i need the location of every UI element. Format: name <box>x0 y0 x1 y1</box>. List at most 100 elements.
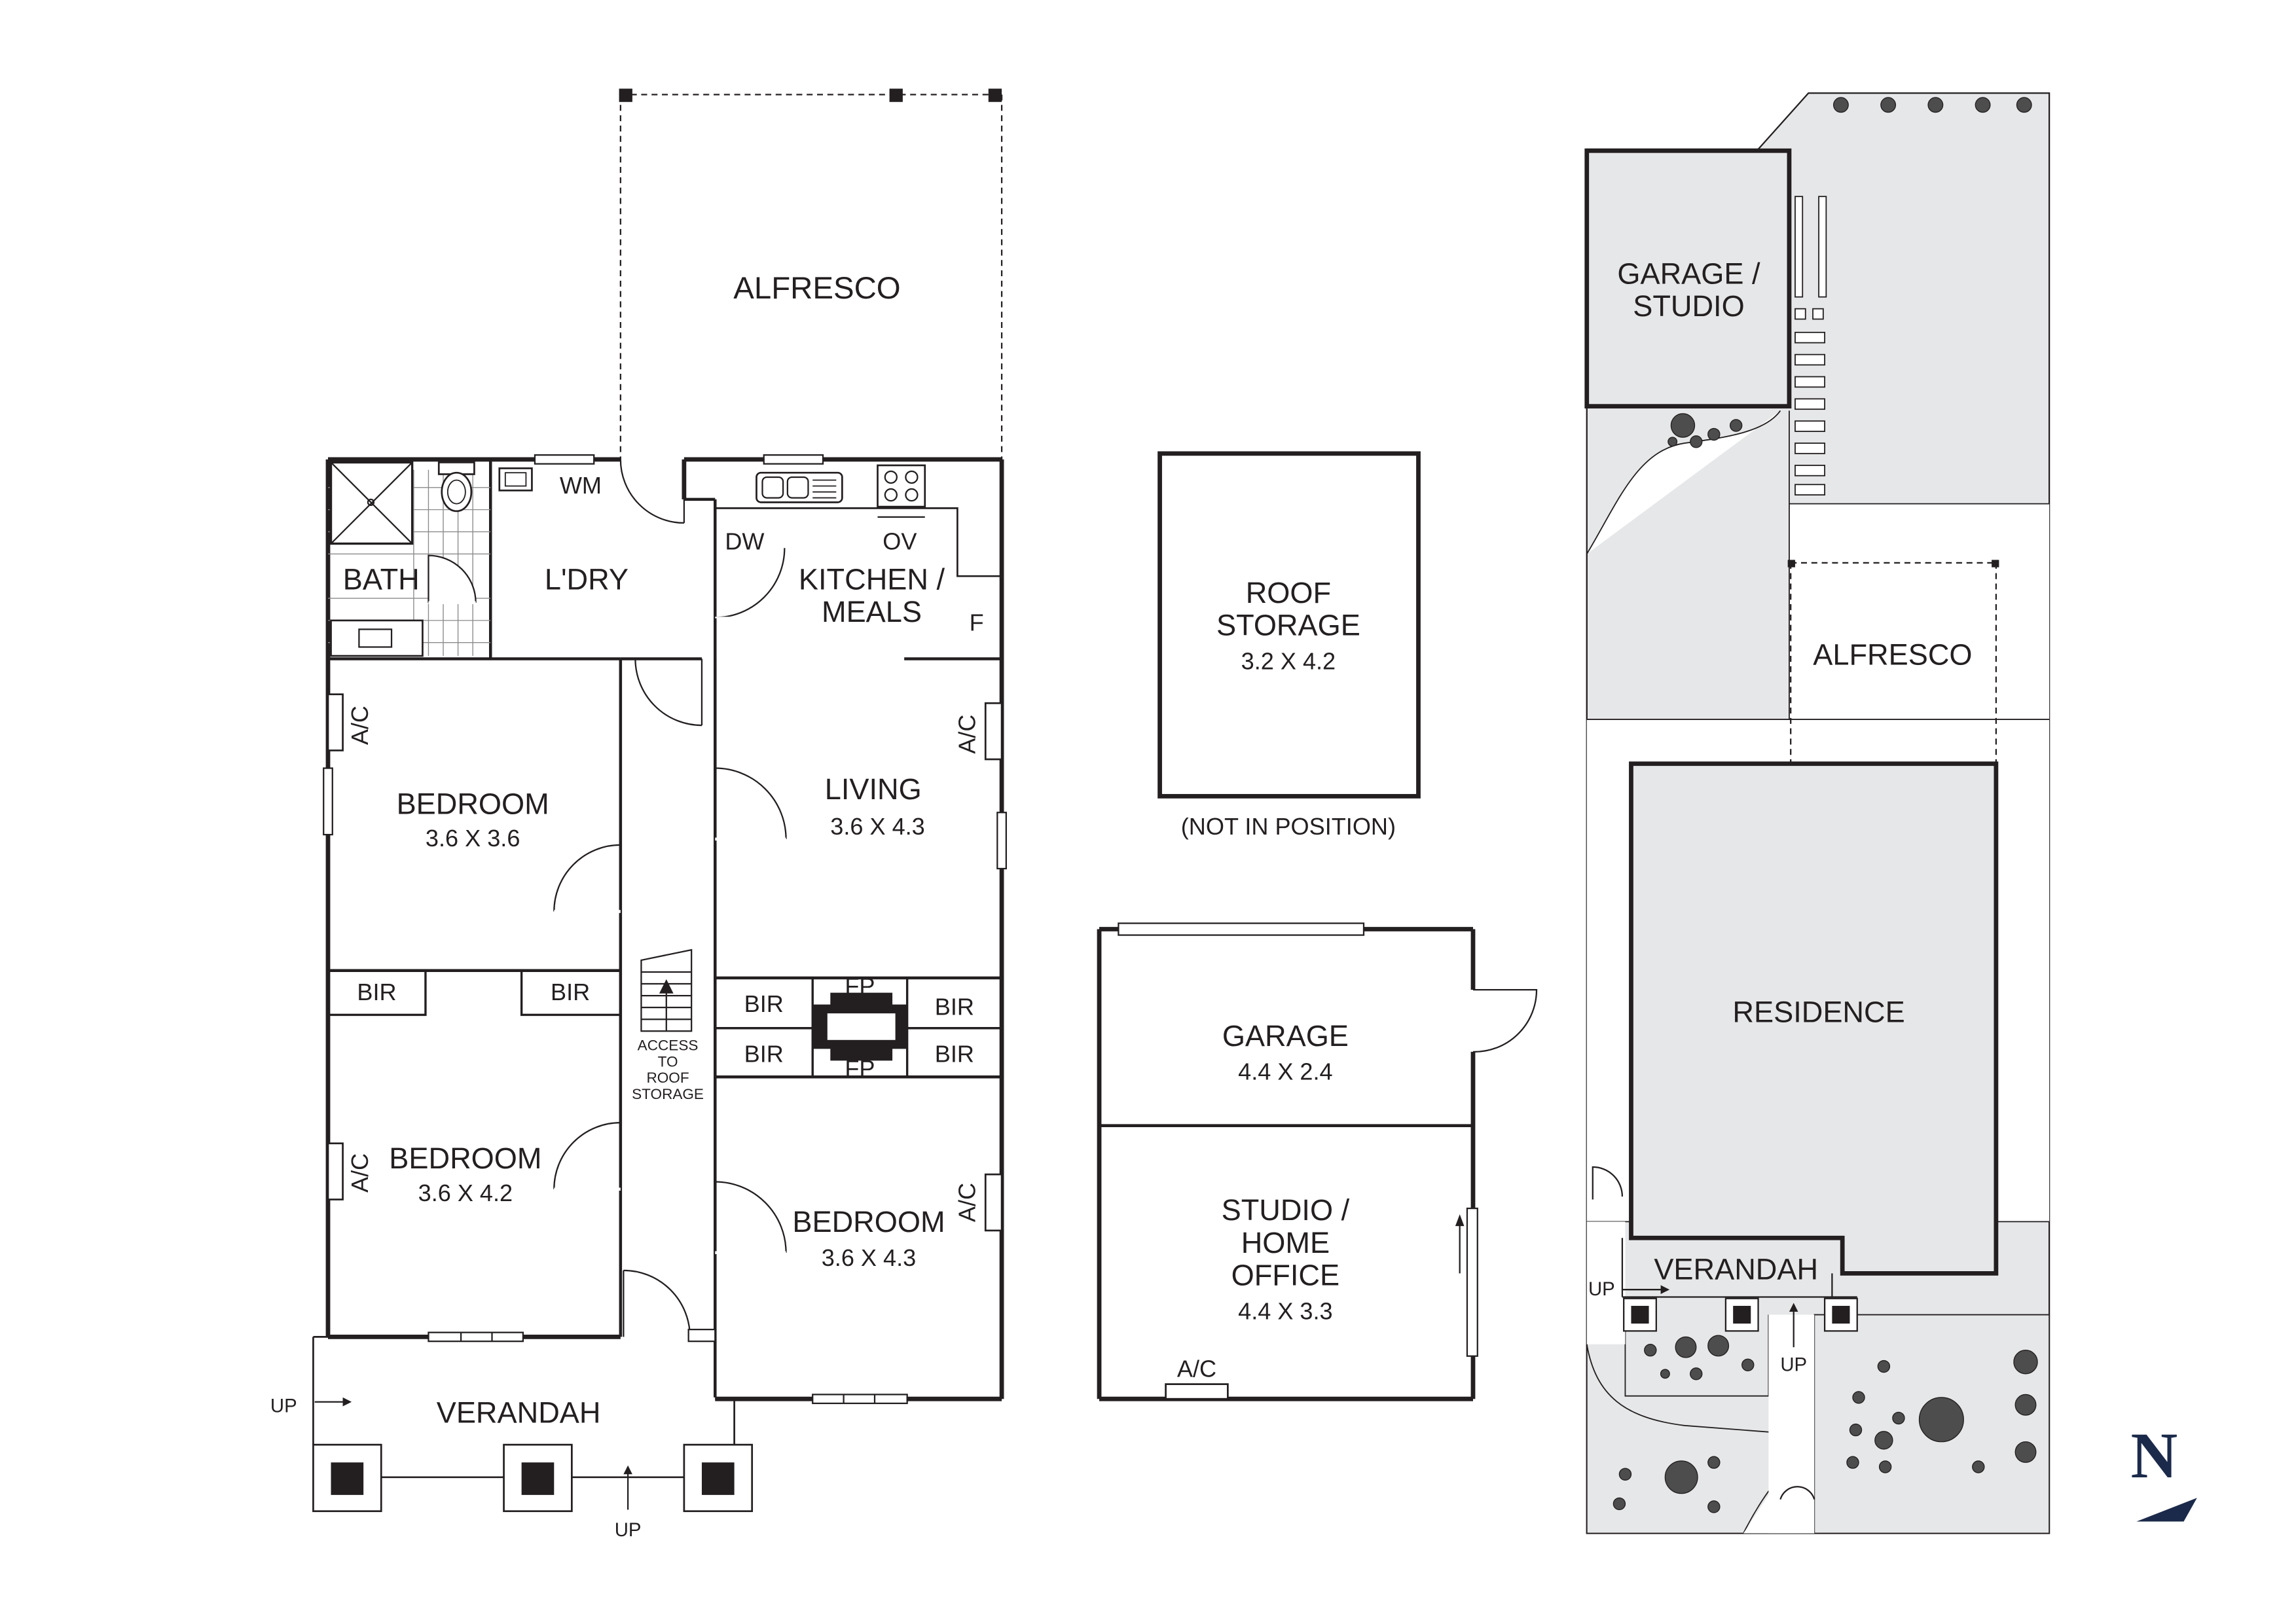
kitchen-window <box>763 454 824 465</box>
bir-label: BIR <box>935 1041 974 1068</box>
studio-label: OFFICE <box>1231 1258 1339 1291</box>
site-up-label: UP <box>1780 1354 1807 1375</box>
kitchen-sink <box>756 471 843 503</box>
site-plan <box>1584 92 2050 1534</box>
bedroom3-size: 3.6 X 4.3 <box>822 1244 916 1271</box>
north-arrow-icon <box>2136 1498 2197 1522</box>
fireplace-label: FP <box>845 973 875 1000</box>
studio-ac <box>1165 1383 1229 1400</box>
alfresco-post <box>889 88 903 102</box>
site-verandah-label: VERANDAH <box>1654 1252 1818 1286</box>
roof-storage-room <box>1157 451 1421 799</box>
living-label: LIVING <box>825 772 922 806</box>
bedroom1-ac-label: A/C <box>346 706 373 745</box>
garage-studio-building <box>1097 927 1476 1401</box>
living-size: 3.6 X 4.3 <box>830 813 924 840</box>
bir-label: BIR <box>551 979 590 1005</box>
verandah <box>312 1336 735 1445</box>
alfresco-label: ALFRESCO <box>733 271 900 306</box>
roof-access-label: ROOF <box>646 1070 689 1086</box>
site-garage-studio <box>1584 148 1792 409</box>
up-label: UP <box>615 1519 642 1541</box>
up-label: UP <box>270 1396 297 1417</box>
meals-label: MEALS <box>822 595 922 628</box>
bath-label: BATH <box>343 562 420 596</box>
verandah-label: VERANDAH <box>437 1396 601 1429</box>
bedroom2-ac-label: A/C <box>346 1153 373 1193</box>
laundry-hall-door <box>634 658 702 727</box>
roof-storage-size: 3.2 X 4.2 <box>1241 647 1336 674</box>
bir-label: BIR <box>935 993 974 1020</box>
toilet-bowl <box>441 471 473 513</box>
outbuilding-labels: ROOF STORAGE 3.2 X 4.2 (NOT IN POSITION)… <box>1177 576 1396 1382</box>
roof-storage-label: ROOF <box>1246 576 1331 609</box>
site-residence-label: RESIDENCE <box>1732 996 1904 1029</box>
main-house-labels: ALFRESCO BATH L'DRY WM KITCHEN / MEALS D… <box>270 271 984 1541</box>
laundry-window <box>534 454 595 465</box>
living-window <box>996 812 1007 870</box>
living-door <box>715 767 787 839</box>
fireplace-label: FP <box>845 1055 875 1082</box>
wm-label: WM <box>560 472 602 499</box>
bedroom1-ac <box>327 693 344 751</box>
bedroom1-door <box>553 844 621 912</box>
roof-access-label: STORAGE <box>632 1086 704 1102</box>
bir-label: BIR <box>744 990 784 1017</box>
bedroom2-label: BEDROOM <box>389 1142 541 1175</box>
site-residence <box>1629 761 1999 1276</box>
bedroom2-window <box>428 1331 524 1343</box>
bedroom1-window <box>323 767 333 836</box>
garage-label: GARAGE <box>1222 1019 1349 1053</box>
laundry-sink <box>498 467 533 492</box>
driveway-strips <box>1795 196 1827 496</box>
kitchen-bench <box>715 507 1002 577</box>
bir-centre-4 <box>905 1027 1003 1078</box>
site-shrubs <box>1613 97 2038 1513</box>
bir-label: BIR <box>357 979 396 1005</box>
bir-label: BIR <box>744 1041 784 1068</box>
bath-door <box>428 554 477 603</box>
main-house-plan <box>312 88 1007 1513</box>
fridge-label: F <box>970 609 984 636</box>
bir-left-1 <box>327 969 427 1017</box>
north-compass: N <box>2130 1420 2197 1522</box>
laundry-back-door <box>619 459 684 524</box>
roof-storage-note: (NOT IN POSITION) <box>1181 813 1396 840</box>
laundry-label: L'DRY <box>545 562 629 596</box>
studio-label: STUDIO / <box>1222 1193 1350 1227</box>
site-verandah <box>1621 1238 1833 1297</box>
shower-drain <box>367 498 375 506</box>
studio-ac-label: A/C <box>1177 1355 1216 1382</box>
dishwasher-label: DW <box>725 528 764 555</box>
front-door-sidelight <box>687 1328 716 1343</box>
garage-size: 4.4 X 2.4 <box>1238 1058 1332 1085</box>
site-garage-label: STUDIO <box>1633 289 1744 323</box>
kitchen-label: KITCHEN / <box>799 562 945 596</box>
alfresco-post <box>619 88 632 102</box>
bedroom2-size: 3.6 X 4.2 <box>418 1180 513 1206</box>
site-garage-label: GARAGE / <box>1617 257 1760 290</box>
living-ac <box>984 702 1003 761</box>
bir-left-2 <box>520 969 622 1017</box>
front-door <box>623 1269 691 1337</box>
cooktop <box>877 464 926 508</box>
site-alfresco-label: ALFRESCO <box>1813 638 1972 672</box>
garage-side-door <box>1472 988 1538 1053</box>
garage-door <box>1118 922 1365 936</box>
bedroom3-ac-label: A/C <box>953 1183 980 1222</box>
site-up-label: UP <box>1588 1278 1615 1300</box>
living-ac-label: A/C <box>953 715 980 754</box>
bedroom3-ac <box>984 1173 1003 1232</box>
bir-centre-2 <box>714 1027 814 1078</box>
roof-access-stair <box>640 948 693 1032</box>
bedroom3-label: BEDROOM <box>792 1205 945 1238</box>
roof-access-label: TO <box>658 1053 678 1070</box>
bedroom3-door <box>715 1181 787 1253</box>
roof-access-label: ACCESS <box>638 1037 699 1054</box>
outbuildings <box>1097 451 1538 1401</box>
oven-label: OV <box>883 528 917 555</box>
alfresco-outline <box>619 94 1003 461</box>
north-letter: N <box>2130 1420 2178 1492</box>
studio-window <box>1466 1207 1478 1357</box>
